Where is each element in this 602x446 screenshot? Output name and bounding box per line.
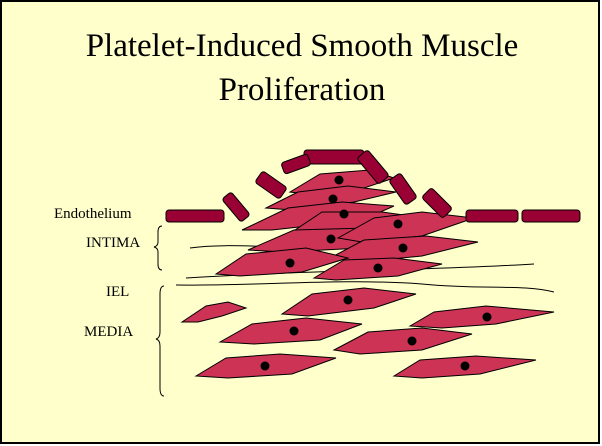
nucleus	[374, 264, 383, 273]
medial-smooth-muscle-cells	[182, 288, 554, 378]
nucleus	[394, 220, 403, 229]
endothelial-cell	[466, 210, 518, 222]
intima-bracket	[154, 226, 162, 270]
smooth-muscle-cell	[410, 306, 554, 328]
endothelial-cell	[222, 192, 250, 223]
nucleus	[408, 337, 417, 346]
nucleus	[483, 313, 492, 322]
endothelial-cell	[255, 171, 288, 200]
intimal-smooth-muscle-cells	[216, 170, 478, 280]
nucleus	[399, 244, 408, 253]
endothelial-cell	[304, 150, 364, 164]
nucleus	[327, 235, 336, 244]
vessel-wall-diagram	[2, 2, 598, 442]
nucleus	[329, 195, 338, 204]
smooth-muscle-cell	[182, 302, 246, 322]
nucleus	[461, 362, 470, 371]
nucleus	[335, 176, 344, 185]
nucleus	[261, 362, 270, 371]
nucleus	[344, 296, 353, 305]
nucleus	[290, 327, 299, 336]
media-bracket	[156, 286, 164, 396]
endothelial-cell	[281, 154, 311, 175]
endothelial-cell	[166, 210, 224, 222]
nucleus	[340, 210, 349, 219]
endothelial-cell	[389, 173, 418, 206]
endothelial-cell	[522, 210, 580, 222]
smooth-muscle-cell	[334, 328, 472, 354]
nucleus	[286, 259, 295, 268]
